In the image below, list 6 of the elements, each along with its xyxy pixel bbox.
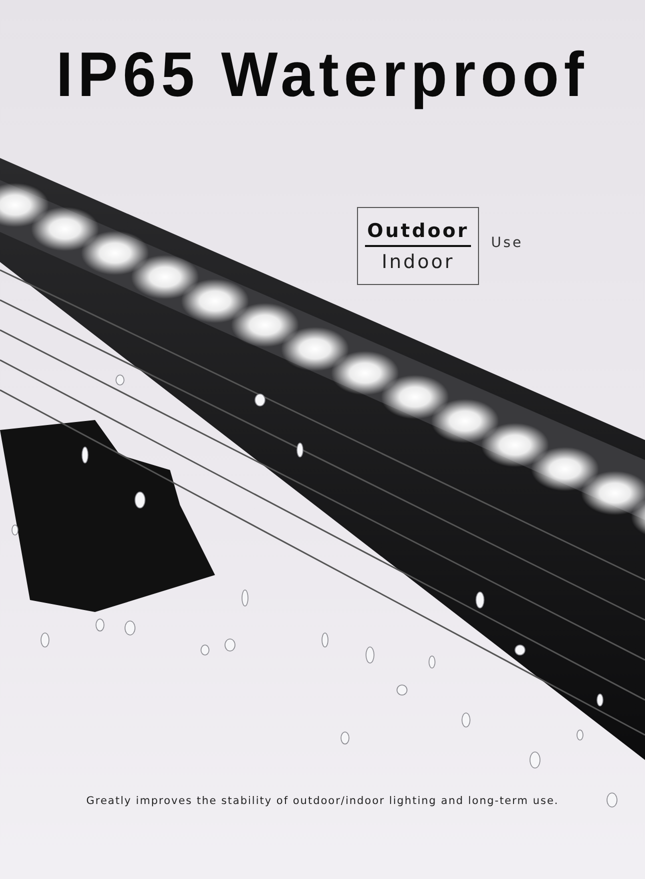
box-subheading: Indoor (382, 250, 454, 272)
caption: Greatly improves the stability of outdoor/indoor lighting and long-term use. (85, 795, 560, 807)
side-label: Use (491, 235, 524, 251)
box-heading: Outdoor (365, 220, 471, 246)
title: IP65 Waterproof (55, 38, 590, 111)
label-box (357, 207, 479, 285)
